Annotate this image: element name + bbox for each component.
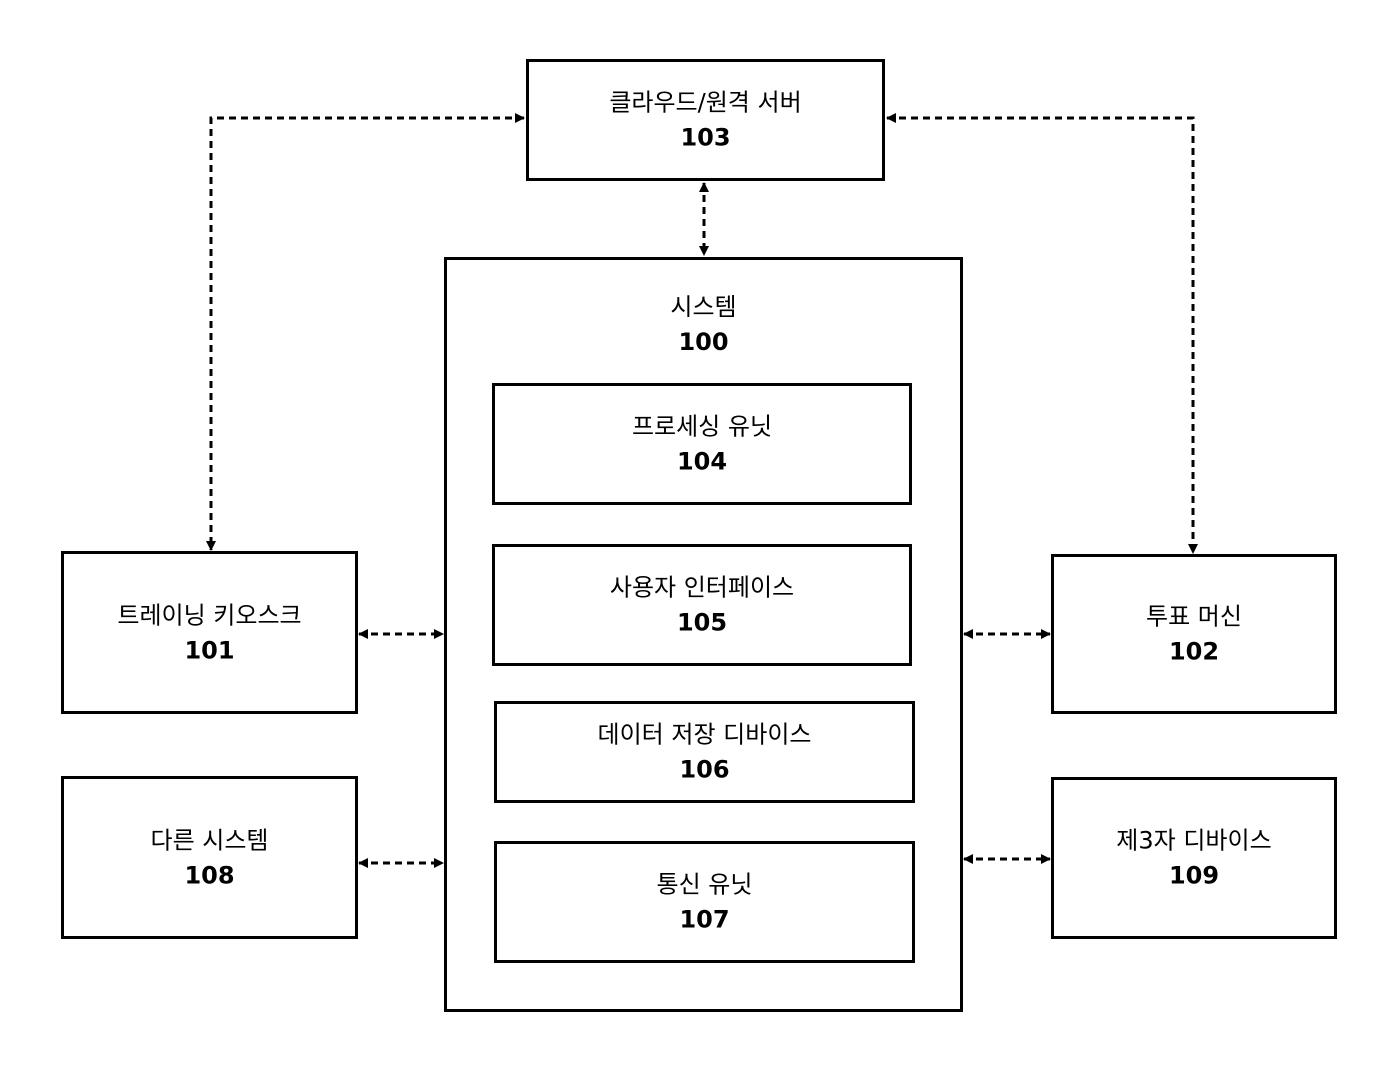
other-system-box: 다른 시스템 108 bbox=[61, 776, 358, 939]
processing-unit-box: 프로세싱 유닛 104 bbox=[492, 383, 912, 505]
voting-machine-box: 투표 머신 102 bbox=[1051, 554, 1337, 714]
storage-ref: 106 bbox=[497, 755, 912, 785]
third-party-device-box: 제3자 디바이스 109 bbox=[1051, 777, 1337, 939]
processing-label: 프로세싱 유닛 bbox=[495, 412, 909, 442]
data-storage-device-box: 데이터 저장 디바이스 106 bbox=[494, 701, 915, 803]
other-label: 다른 시스템 bbox=[64, 825, 355, 855]
kiosk-label: 트레이닝 키오스크 bbox=[64, 600, 355, 630]
cloud-ref: 103 bbox=[529, 123, 882, 153]
kiosk-ref: 101 bbox=[64, 635, 355, 665]
comm-ref: 107 bbox=[497, 905, 912, 935]
thirdparty-label: 제3자 디바이스 bbox=[1054, 826, 1334, 856]
comm-label: 통신 유닛 bbox=[497, 870, 912, 900]
storage-label: 데이터 저장 디바이스 bbox=[497, 720, 912, 750]
ui-ref: 105 bbox=[495, 608, 909, 638]
processing-ref: 104 bbox=[495, 447, 909, 477]
voting-label: 투표 머신 bbox=[1054, 602, 1334, 632]
voting-ref: 102 bbox=[1054, 637, 1334, 667]
user-interface-box: 사용자 인터페이스 105 bbox=[492, 544, 912, 666]
training-kiosk-box: 트레이닝 키오스크 101 bbox=[61, 551, 358, 714]
cloud-remote-server-box: 클라우드/원격 서버 103 bbox=[526, 59, 885, 181]
system-ref: 100 bbox=[447, 327, 960, 357]
cloud-label: 클라우드/원격 서버 bbox=[529, 88, 882, 118]
communication-unit-box: 통신 유닛 107 bbox=[494, 841, 915, 963]
thirdparty-ref: 109 bbox=[1054, 861, 1334, 891]
ui-label: 사용자 인터페이스 bbox=[495, 573, 909, 603]
other-ref: 108 bbox=[64, 860, 355, 890]
system-label: 시스템 bbox=[447, 292, 960, 322]
